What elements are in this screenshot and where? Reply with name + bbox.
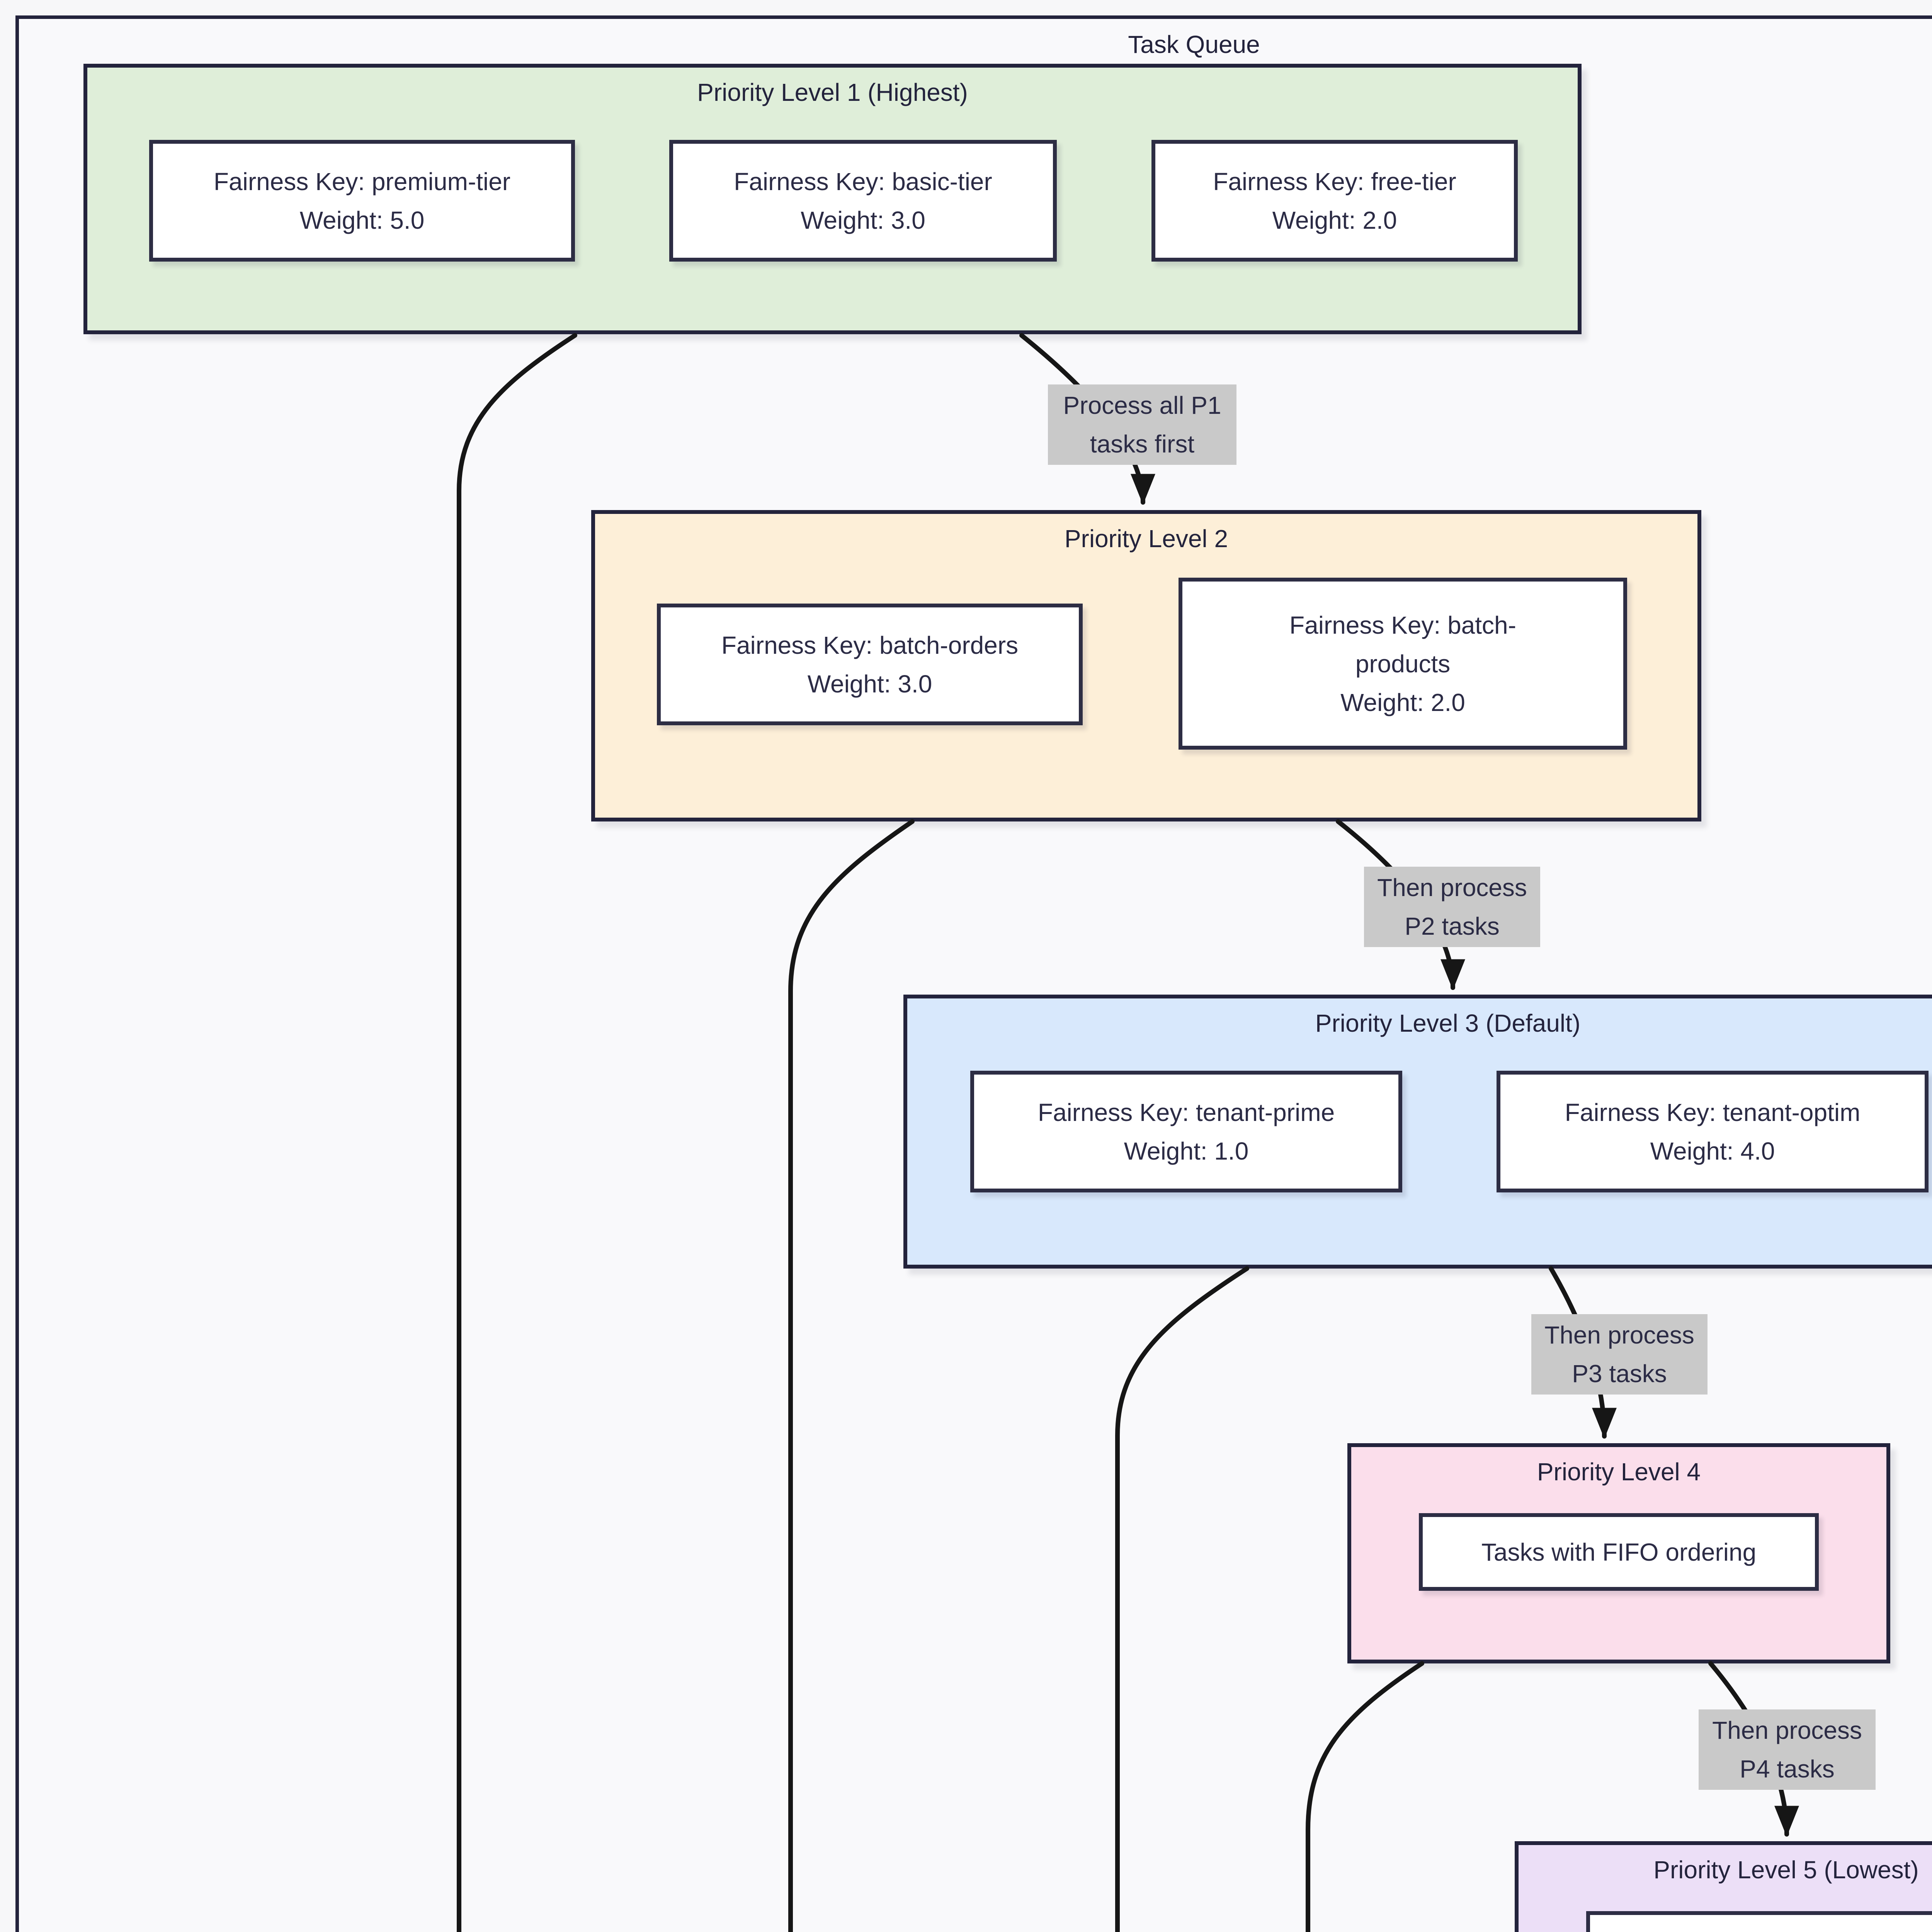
node-line: Weight: 2.0 <box>1340 688 1465 716</box>
node-line: Weight: 2.0 <box>1272 206 1397 234</box>
task-queue-title: Task Queue <box>1128 31 1260 58</box>
node-line: products <box>1355 650 1451 678</box>
priority-level-5-title: Priority Level 5 (Lowest) <box>1653 1856 1919 1884</box>
edge-label-process-p4: Then process P4 tasks <box>1699 1709 1876 1790</box>
edge-label-line: Then process <box>1544 1321 1694 1349</box>
node-line: Weight: 3.0 <box>801 206 925 234</box>
node-batch-products: Fairness Key: batch- products Weight: 2.… <box>1179 578 1627 750</box>
node-tenant-prime: Fairness Key: tenant-prime Weight: 1.0 <box>970 1071 1402 1192</box>
node-line: Fairness Key: batch- <box>1289 611 1516 639</box>
edge-label-line: P3 tasks <box>1572 1360 1667 1388</box>
node-line: Fairness Key: premium-tier <box>213 167 511 196</box>
node-line: Fairness Key: batch-orders <box>721 631 1019 659</box>
node-fifo-ordering-p5: Tasks with FIFO ordering <box>1586 1911 1932 1932</box>
node-line: Weight: 4.0 <box>1650 1137 1775 1165</box>
node-basic-tier: Fairness Key: basic-tier Weight: 3.0 <box>669 140 1057 262</box>
node-batch-orders: Fairness Key: batch-orders Weight: 3.0 <box>657 604 1083 725</box>
node-premium-tier: Fairness Key: premium-tier Weight: 5.0 <box>149 140 575 262</box>
edge-label-process-p1: Process all P1 tasks first <box>1048 384 1236 465</box>
edge-label-line: P4 tasks <box>1740 1755 1835 1783</box>
node-line: Fairness Key: free-tier <box>1213 167 1456 196</box>
node-line: Fairness Key: basic-tier <box>734 167 992 196</box>
edge-label-process-p3: Then process P3 tasks <box>1531 1314 1708 1395</box>
edge-label-process-p2: Then process P2 tasks <box>1364 867 1540 947</box>
edge-label-line: Then process <box>1712 1716 1862 1744</box>
priority-level-2-title: Priority Level 2 <box>1064 525 1228 553</box>
node-tenant-optim: Fairness Key: tenant-optim Weight: 4.0 <box>1497 1071 1929 1192</box>
edge-label-line: Process all P1 <box>1063 391 1221 419</box>
edge-label-line: Then process <box>1377 874 1527 901</box>
node-free-tier: Fairness Key: free-tier Weight: 2.0 <box>1151 140 1518 262</box>
node-line: Fairness Key: tenant-optim <box>1565 1098 1861 1126</box>
node-line: Tasks with FIFO ordering <box>1481 1538 1757 1566</box>
priority-level-4-title: Priority Level 4 <box>1537 1458 1701 1486</box>
priority-level-3-title: Priority Level 3 (Default) <box>1315 1009 1581 1037</box>
node-line: Weight: 1.0 <box>1124 1137 1249 1165</box>
priority-level-1-title: Priority Level 1 (Highest) <box>697 78 968 106</box>
node-line: Fairness Key: tenant-prime <box>1037 1098 1335 1126</box>
node-line: Weight: 5.0 <box>299 206 425 234</box>
node-line: Weight: 3.0 <box>807 670 932 698</box>
edge-label-line: tasks first <box>1090 430 1195 458</box>
node-fifo-ordering-p4: Tasks with FIFO ordering <box>1419 1513 1819 1591</box>
edge-label-line: P2 tasks <box>1405 912 1500 940</box>
node-line: Tasks with FIFO ordering <box>1649 1931 1923 1932</box>
